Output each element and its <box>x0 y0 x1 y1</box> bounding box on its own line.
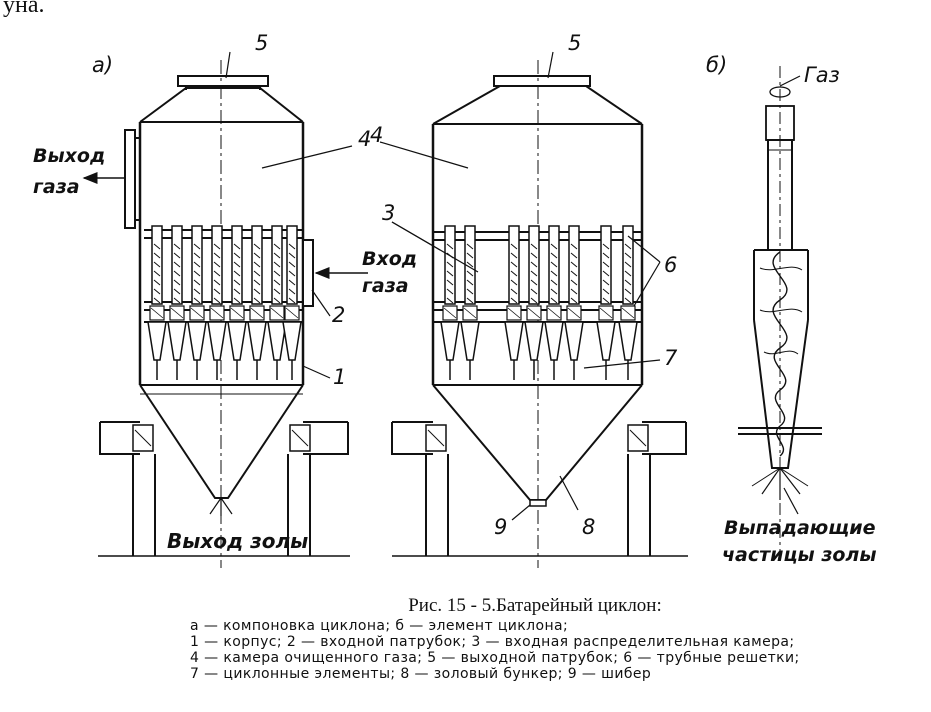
panel-element-drawing <box>738 66 822 560</box>
label-1: 1 <box>333 365 346 389</box>
label-9: 9 <box>494 515 507 539</box>
panel-a-cyclone-element-7 <box>267 225 287 380</box>
panel-b-cyclone-element-7 <box>596 225 616 380</box>
label-7: 7 <box>664 346 678 370</box>
ash-outlet-label: Выход золы <box>167 529 308 553</box>
panel-b-cyclone-element-5 <box>544 225 564 380</box>
caption-line-3: 4 — камера очищенного газа; 5 — выходной… <box>190 650 800 666</box>
panel-b-drawing <box>379 51 688 568</box>
panel-b-cyclone-element-1 <box>440 225 460 380</box>
panel-a-label: а) <box>92 53 113 77</box>
gas-outlet-label-line1: Выход <box>33 145 105 167</box>
figure-caption: Рис. 15 - 5.Батарейный циклон: а — компо… <box>190 594 880 682</box>
label-5-a: 5 <box>255 31 268 55</box>
panel-b-cyclone-element-4 <box>524 225 544 380</box>
panel-b-cyclone-element-2 <box>460 225 480 380</box>
panel-a-cyclone-element-5 <box>227 225 247 380</box>
panel-b-cyclone-element-8 <box>618 225 638 380</box>
panel-a-cyclone-element-1 <box>147 225 167 380</box>
caption-line-1: а — компоновка циклона; б — элемент цикл… <box>190 618 569 634</box>
label-4-a: 4 <box>358 127 371 151</box>
gas-label: Газ <box>804 63 840 87</box>
label-2: 2 <box>332 303 345 327</box>
caption-line-4: 7 — циклонные элементы; 8 — золовый бунк… <box>190 666 652 682</box>
gas-inlet-label-line1: Вход <box>362 248 417 270</box>
panel-b-cyclone-element-6 <box>564 225 584 380</box>
caption-title: Рис. 15 - 5.Батарейный циклон: <box>408 595 662 616</box>
label-5-b: 5 <box>568 31 581 55</box>
panel-a-cyclone-element-2 <box>167 225 187 380</box>
label-4-b: 4 <box>370 123 383 147</box>
panel-a-cyclone-element-6 <box>247 225 267 380</box>
gas-outlet-label-line2: газа <box>33 176 80 198</box>
panel-a-cyclone-element-8 <box>282 225 302 380</box>
panel-a-cyclone-element-3 <box>187 225 207 380</box>
falling-particles-line1: Выпадающие <box>724 517 876 539</box>
caption-line-2: 1 — корпус; 2 — входной патрубок; 3 — вх… <box>190 634 795 650</box>
label-3: 3 <box>382 201 395 225</box>
gas-inlet-label-line2: газа <box>362 275 409 297</box>
label-8: 8 <box>582 515 595 539</box>
panel-b-cyclone-element-3 <box>504 225 524 380</box>
label-6: 6 <box>664 253 677 277</box>
panel-a-drawing <box>82 51 368 568</box>
panel-a-cyclone-element-4 <box>207 225 227 380</box>
top-text-fragment: уна. <box>3 0 45 18</box>
panel-element-label: б) <box>706 53 727 77</box>
falling-particles-line2: частицы золы <box>722 544 877 566</box>
